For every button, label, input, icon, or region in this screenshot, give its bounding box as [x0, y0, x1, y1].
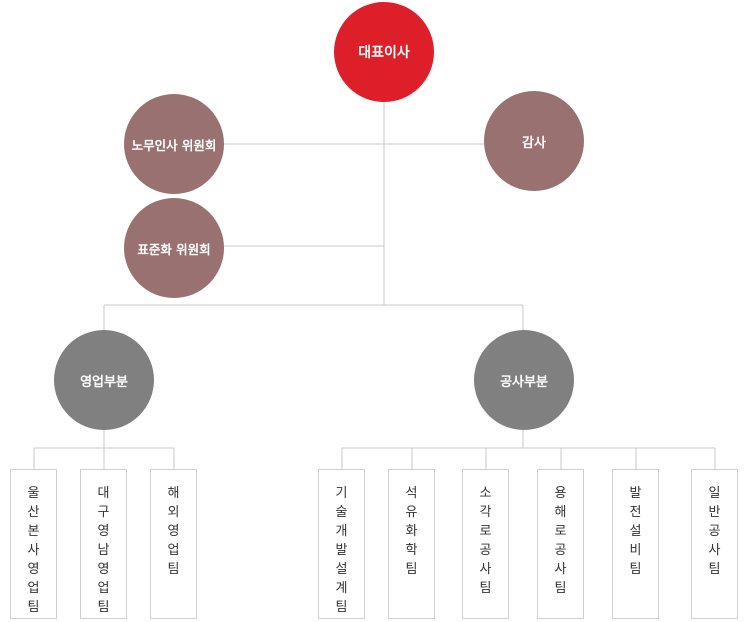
team-char: 화 — [405, 524, 418, 539]
team-char: 본 — [27, 524, 40, 539]
team-char: 업 — [167, 543, 180, 558]
sales-division-node: 영업부분 — [54, 330, 154, 430]
sales-division-label: 영업부분 — [80, 374, 128, 390]
team-char: 영 — [97, 524, 110, 539]
team-char: 전 — [629, 505, 642, 520]
team-char: 팀 — [479, 581, 492, 596]
audit-node: 감사 — [484, 91, 584, 191]
labor-committee-node: 노무인사 위원회 — [124, 94, 224, 194]
team-char: 해 — [167, 486, 180, 501]
team-char: 산 — [27, 505, 40, 520]
team-char: 업 — [97, 581, 110, 596]
team-char: 유 — [405, 505, 418, 520]
team-char: 팀 — [554, 581, 567, 596]
standard-committee-label: 표준화 위원회 — [137, 241, 211, 257]
team-char: 사 — [479, 562, 492, 577]
team-char: 공 — [554, 543, 567, 558]
team-char: 발 — [629, 486, 642, 501]
team-char: 팀 — [629, 562, 642, 577]
construction-division-label: 공사부분 — [500, 374, 548, 390]
team-char: 외 — [167, 505, 180, 520]
team-char: 용 — [554, 486, 567, 501]
team-char: 영 — [27, 562, 40, 577]
team-char: 사 — [708, 543, 721, 558]
construction-division-node: 공사부분 — [474, 330, 574, 430]
team-char: 남 — [97, 543, 110, 558]
team-char: 각 — [479, 505, 492, 520]
team-char: 비 — [629, 543, 642, 558]
team-char: 사 — [554, 562, 567, 577]
team-char: 영 — [167, 524, 180, 539]
team-char: 로 — [554, 524, 567, 539]
labor-committee-label: 노무인사 위원회 — [131, 137, 217, 153]
team-char: 구 — [97, 505, 110, 520]
team-char: 석 — [405, 486, 418, 501]
team-char: 팀 — [97, 600, 110, 615]
team-char: 반 — [708, 505, 721, 520]
ceo-node: 대표이사 — [334, 2, 434, 102]
team-char: 팀 — [335, 600, 348, 615]
team-char: 대 — [97, 486, 110, 501]
team-char: 울 — [27, 486, 40, 501]
team-char: 팀 — [27, 600, 40, 615]
team-char: 해 — [554, 505, 567, 520]
standard-committee-node: 표준화 위원회 — [124, 198, 224, 298]
team-char: 공 — [708, 524, 721, 539]
team-char: 팀 — [405, 562, 418, 577]
team-char: 일 — [708, 486, 721, 501]
team-char: 술 — [335, 505, 348, 520]
team-char: 업 — [27, 581, 40, 596]
audit-label: 감사 — [522, 135, 546, 151]
team-char: 발 — [335, 543, 348, 558]
team-char: 로 — [479, 524, 492, 539]
ceo-label: 대표이사 — [358, 45, 410, 61]
team-char: 기 — [335, 486, 348, 501]
team-char: 소 — [479, 486, 492, 501]
team-char: 설 — [629, 524, 642, 539]
team-char: 영 — [97, 562, 110, 577]
team-char: 공 — [479, 543, 492, 558]
team-char: 팀 — [708, 562, 721, 577]
team-char: 개 — [335, 524, 348, 539]
team-char: 학 — [405, 543, 418, 558]
team-char: 팀 — [167, 562, 180, 577]
team-char: 계 — [335, 581, 348, 596]
team-char: 설 — [335, 562, 348, 577]
team-char: 사 — [27, 543, 40, 558]
